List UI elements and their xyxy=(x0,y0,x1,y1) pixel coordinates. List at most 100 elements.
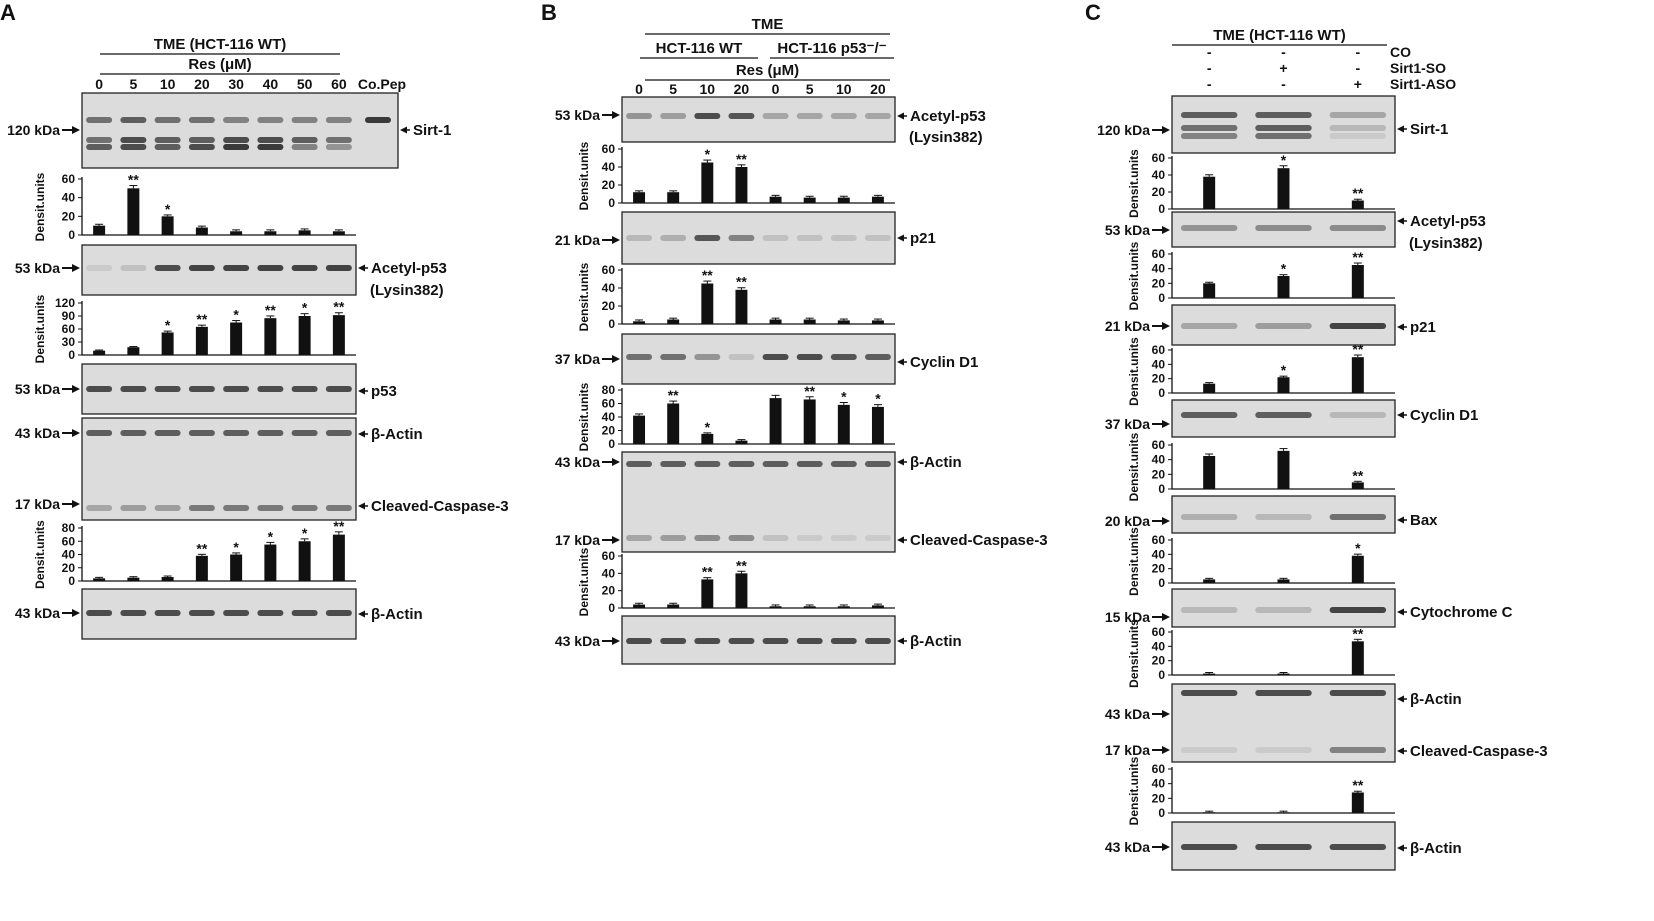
panel-c-band xyxy=(1255,412,1312,418)
panel-c-significance-mark: ** xyxy=(1352,341,1363,357)
panel-c-protein-arrow-head xyxy=(1397,516,1404,524)
panel-a-protein-arrow-head xyxy=(358,502,365,510)
panel-a-bar xyxy=(127,188,140,235)
panel-b-bar xyxy=(735,167,748,203)
panel-b-y-tick-label: 40 xyxy=(602,410,616,424)
panel-b-significance-mark: * xyxy=(875,391,881,407)
panel-b-protein-label: (Lysin382) xyxy=(909,129,983,146)
panel-a-kda-arrow-head xyxy=(72,264,80,272)
panel-c-y-tick-label: 20 xyxy=(1152,467,1166,481)
panel-a-band xyxy=(223,505,250,511)
panel-c-band xyxy=(1180,690,1238,696)
panel-a-band xyxy=(325,430,352,436)
panel-a-bar xyxy=(264,318,277,355)
panel-b-significance-mark: ** xyxy=(702,564,713,580)
panel-c-protein-arrow-head xyxy=(1397,747,1404,755)
panel-c-band xyxy=(1329,323,1387,329)
panel-a-bar xyxy=(195,227,208,235)
panel-b-blot-0 xyxy=(621,96,896,143)
panel-a-kda-arrow-head xyxy=(72,429,80,437)
panel-c-treatment-sign: - xyxy=(1281,44,1286,60)
panel-b-band xyxy=(796,113,823,119)
panel-c-y-axis-label: Densit.units xyxy=(1127,241,1141,310)
panel-c-y-tick-label: 40 xyxy=(1152,262,1166,276)
panel-c-y-tick-label: 40 xyxy=(1152,639,1166,653)
panel-c-y-tick-label: 60 xyxy=(1152,151,1166,165)
panel-c-band xyxy=(1255,225,1312,231)
panel-c-band xyxy=(1329,844,1387,850)
panel-a-band xyxy=(120,386,147,392)
panel-b-y-tick-label: 0 xyxy=(608,196,615,210)
panel-c-band xyxy=(1329,112,1387,118)
panel-a-lane-label: 10 xyxy=(160,76,176,92)
panel-b-bar xyxy=(803,606,816,608)
panel-b-band xyxy=(762,113,789,119)
panel-label-b: B xyxy=(541,0,557,25)
panel-b-y-tick-label: 40 xyxy=(602,160,616,174)
panel-c-band xyxy=(1255,844,1312,850)
panel-a-y-tick-label: 120 xyxy=(55,296,75,310)
panel-a-lane-label: 60 xyxy=(331,76,347,92)
panel-a-header-1: Res (μM) xyxy=(188,56,251,73)
panel-a-band xyxy=(86,386,113,392)
panel-b-band xyxy=(728,354,755,360)
panel-a-band xyxy=(257,137,284,143)
panel-a-significance-mark: ** xyxy=(265,302,276,318)
panel-b-protein-arrow-head xyxy=(897,112,904,120)
panel-a-band xyxy=(257,117,284,123)
panel-b-lane-label: 10 xyxy=(836,81,852,97)
panel-c-band xyxy=(1255,690,1312,696)
panel-b-y-tick-label: 0 xyxy=(608,317,615,331)
panel-c-kda-arrow-head xyxy=(1162,843,1170,851)
panel-c-y-tick-label: 60 xyxy=(1152,625,1166,639)
panel-b-band xyxy=(864,638,891,644)
panel-a-y-tick-label: 40 xyxy=(62,191,76,205)
panel-a-y-tick-label: 60 xyxy=(62,322,76,336)
panel-b-y-tick-label: 80 xyxy=(602,383,616,397)
panel-b-band xyxy=(728,235,755,241)
panel-c-bar xyxy=(1351,357,1364,393)
panel-c-protein-label: Sirt-1 xyxy=(1410,121,1448,138)
panel-a-band xyxy=(291,265,318,271)
panel-c-protein-arrow-head xyxy=(1397,323,1404,331)
panel-b-protein-arrow-head xyxy=(897,458,904,466)
panel-a-band xyxy=(257,505,284,511)
panel-c-y-axis-label: Densit.units xyxy=(1127,619,1141,688)
panel-c-y-tick-label: 20 xyxy=(1152,185,1166,199)
panel-c-y-axis-label: Densit.units xyxy=(1127,432,1141,501)
panel-b-band xyxy=(762,535,789,541)
panel-a-bar xyxy=(264,231,277,235)
panel-a-y-tick-label: 80 xyxy=(62,521,76,535)
panel-c-bar xyxy=(1203,176,1216,209)
panel-c-y-axis-label: Densit.units xyxy=(1127,337,1141,406)
panel-a-band xyxy=(291,430,318,436)
panel-a-protein-label: p53 xyxy=(371,383,397,400)
panel-a-bar xyxy=(230,322,243,355)
panel-b-bar xyxy=(837,320,850,324)
panel-a-protein-arrow-head xyxy=(358,430,365,438)
panel-c-treatment-sign: - xyxy=(1355,60,1360,76)
panel-a-bar xyxy=(127,577,140,581)
panel-c-bar xyxy=(1351,482,1364,489)
panel-a-lane-label: Co.Pep xyxy=(358,76,406,92)
panel-b-protein-arrow-head xyxy=(897,358,904,366)
panel-c-bar xyxy=(1351,641,1364,675)
panel-c-y-axis-label: Densit.units xyxy=(1127,756,1141,825)
panel-c-y-tick-label: 20 xyxy=(1152,372,1166,386)
panel-a-kda-label: 53 kDa xyxy=(15,260,60,276)
panel-a-band xyxy=(188,430,215,436)
panel-b-significance-mark: ** xyxy=(804,383,815,399)
panel-b-kda-arrow-head xyxy=(612,536,620,544)
panel-a-lane-label: 20 xyxy=(194,76,210,92)
panel-a-bar xyxy=(298,541,311,581)
panel-a-band xyxy=(291,144,318,150)
panel-c-significance-mark: * xyxy=(1355,540,1361,556)
panel-a-bar xyxy=(161,332,174,355)
panel-c-kda-arrow-head xyxy=(1162,710,1170,718)
panel-b-band xyxy=(762,638,789,644)
panel-c-y-tick-label: 40 xyxy=(1152,777,1166,791)
panel-a-band xyxy=(223,117,250,123)
panel-a-band xyxy=(223,144,250,150)
panel-b-bar xyxy=(701,283,714,324)
